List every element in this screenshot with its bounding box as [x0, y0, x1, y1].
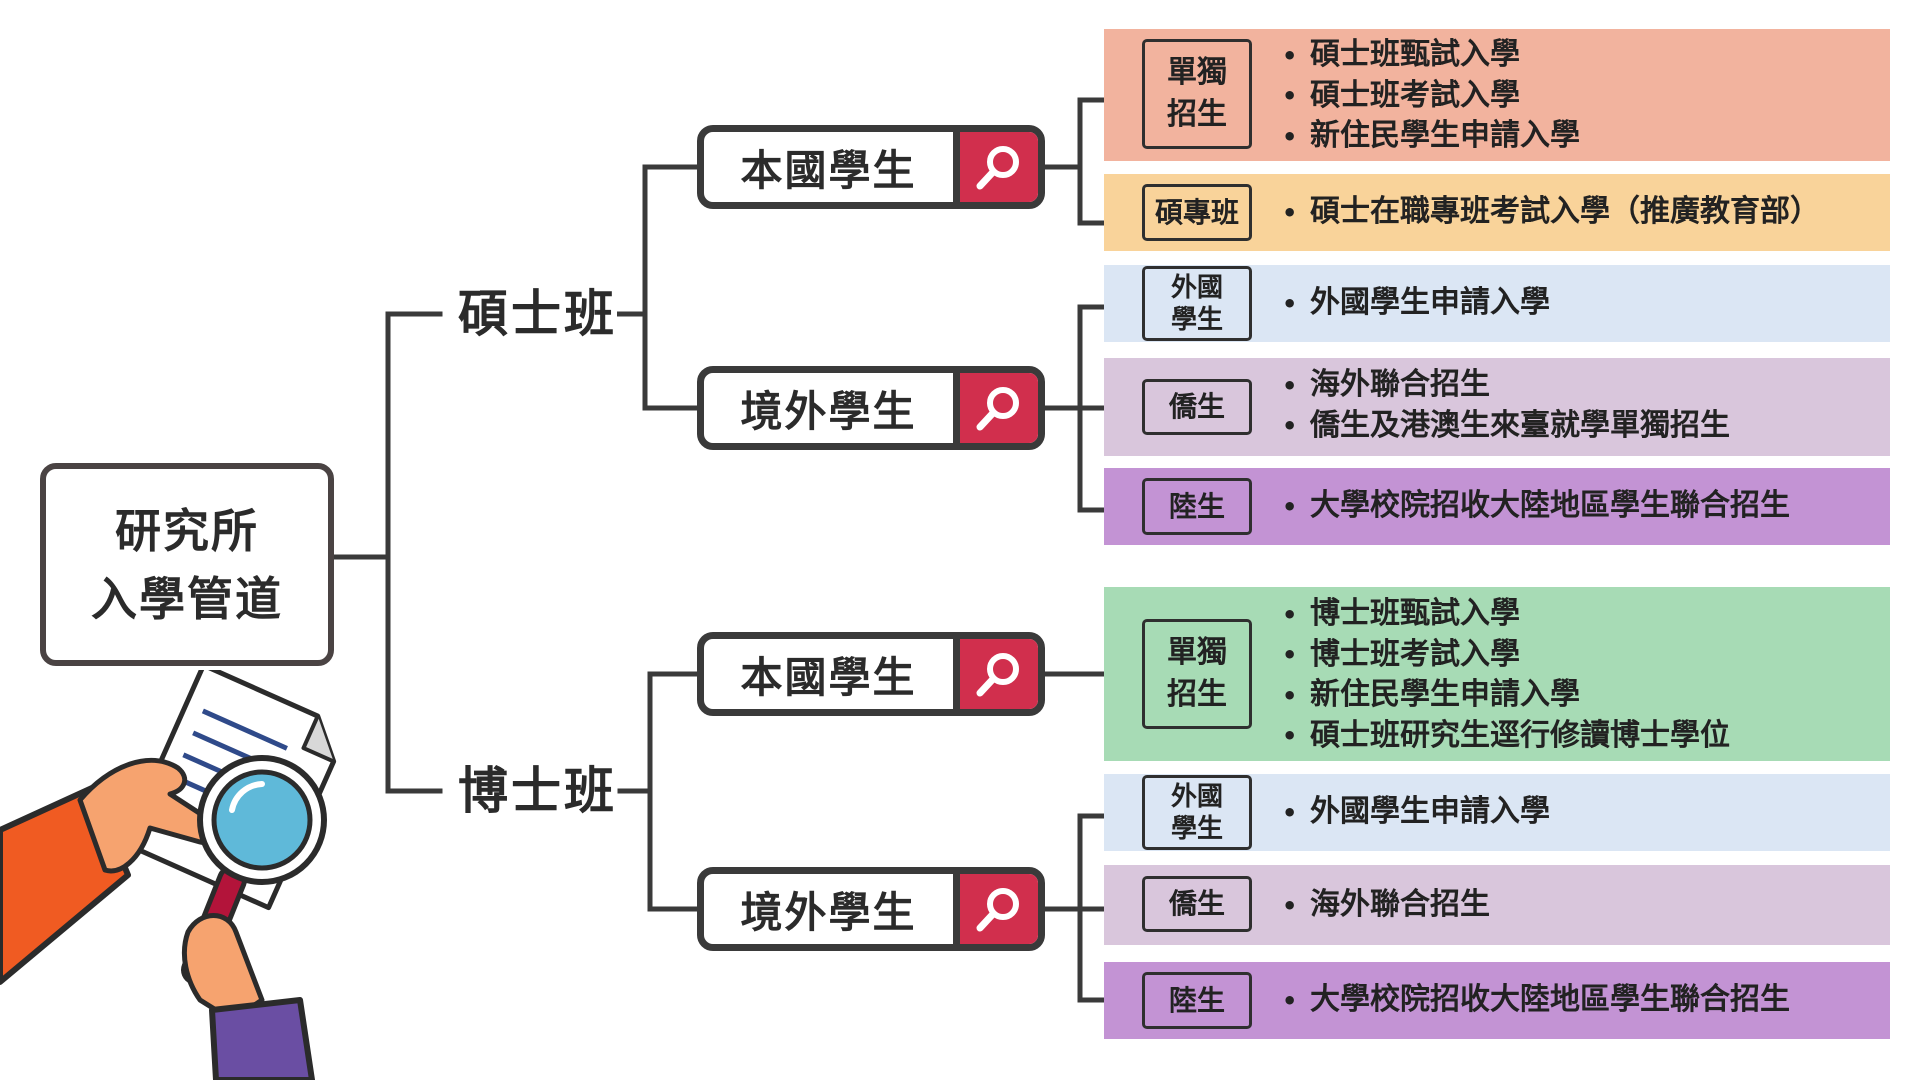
list-item: 新住民學生申請入學 [1282, 675, 1730, 716]
band-doctor-overseas-chinese: 僑生 海外聯合招生 [1104, 865, 1890, 945]
level-master: 碩士班 [458, 284, 617, 344]
search-icon[interactable] [953, 639, 1038, 709]
tag-line: 外國 [1170, 272, 1223, 303]
band-items: 碩士在職專班考試入學（推廣教育部） [1282, 192, 1820, 233]
band-items: 外國學生申請入學 [1282, 283, 1550, 324]
pill-master-overseas[interactable]: 境外學生 [697, 366, 1045, 450]
list-item: 碩士在職專班考試入學（推廣教育部） [1282, 192, 1820, 233]
band-master-single: 單獨 招生 碩士班甄試入學 碩士班考試入學 新住民學生申請入學 [1104, 29, 1890, 161]
list-item: 碩士班甄試入學 [1282, 35, 1580, 76]
list-item: 大學校院招收大陸地區學生聯合招生 [1282, 980, 1790, 1021]
list-item: 碩士班考試入學 [1282, 76, 1580, 117]
list-item: 海外聯合招生 [1282, 885, 1490, 926]
list-item: 僑生及港澳生來臺就學單獨招生 [1282, 406, 1730, 447]
tag-line: 陸生 [1168, 489, 1225, 523]
tag-line: 外國 [1170, 781, 1223, 812]
band-items: 海外聯合招生 [1282, 885, 1490, 926]
pill-master-domestic[interactable]: 本國學生 [697, 125, 1045, 209]
tag-line: 招生 [1167, 97, 1227, 132]
pill-label: 境外學生 [740, 887, 917, 937]
root-line-1: 研究所 [115, 503, 259, 558]
root-node: 研究所 入學管道 [40, 463, 334, 666]
list-item: 新住民學生申請入學 [1282, 116, 1580, 157]
root-line-2: 入學管道 [91, 571, 283, 626]
band-master-foreign: 外國 學生 外國學生申請入學 [1104, 265, 1890, 342]
pill-doctor-overseas[interactable]: 境外學生 [697, 867, 1045, 951]
tag-line: 學生 [1170, 813, 1223, 844]
band-tag: 陸生 [1142, 972, 1252, 1029]
band-items: 碩士班甄試入學 碩士班考試入學 新住民學生申請入學 [1282, 35, 1580, 157]
list-item: 外國學生申請入學 [1282, 283, 1550, 324]
level-doctor: 博士班 [458, 761, 617, 821]
band-tag: 僑生 [1142, 379, 1252, 435]
search-icon[interactable] [953, 373, 1038, 443]
band-items: 博士班甄試入學 博士班考試入學 新住民學生申請入學 碩士班研究生逕行修讀博士學位 [1282, 594, 1730, 756]
tag-line: 學生 [1170, 304, 1223, 335]
list-item: 外國學生申請入學 [1282, 792, 1550, 833]
tag-line: 招生 [1167, 677, 1227, 712]
band-doctor-single: 單獨 招生 博士班甄試入學 博士班考試入學 新住民學生申請入學 碩士班研究生逕行… [1104, 587, 1890, 761]
band-master-professional: 碩專班 碩士在職專班考試入學（推廣教育部） [1104, 174, 1890, 251]
band-tag: 僑生 [1142, 876, 1252, 932]
list-item: 博士班甄試入學 [1282, 594, 1730, 635]
list-item: 海外聯合招生 [1282, 365, 1730, 406]
band-tag: 碩專班 [1142, 184, 1252, 241]
tag-line: 僑生 [1168, 390, 1225, 423]
list-item: 碩士班研究生逕行修讀博士學位 [1282, 716, 1730, 757]
band-items: 大學校院招收大陸地區學生聯合招生 [1282, 980, 1790, 1021]
pill-label: 本國學生 [740, 652, 917, 702]
search-icon[interactable] [953, 874, 1038, 944]
tag-line: 單獨 [1167, 635, 1227, 670]
pill-label: 本國學生 [740, 145, 917, 195]
search-icon[interactable] [953, 132, 1038, 202]
band-tag: 單獨 招生 [1142, 39, 1252, 149]
band-doctor-mainland: 陸生 大學校院招收大陸地區學生聯合招生 [1104, 962, 1890, 1039]
band-master-mainland: 陸生 大學校院招收大陸地區學生聯合招生 [1104, 468, 1890, 545]
tag-line: 陸生 [1168, 983, 1225, 1017]
tag-line: 碩專班 [1154, 195, 1239, 229]
band-doctor-foreign: 外國 學生 外國學生申請入學 [1104, 774, 1890, 851]
band-tag: 陸生 [1142, 478, 1252, 535]
list-item: 博士班考試入學 [1282, 635, 1730, 676]
band-tag: 單獨 招生 [1142, 619, 1252, 729]
pill-doctor-domestic[interactable]: 本國學生 [697, 632, 1045, 716]
band-items: 外國學生申請入學 [1282, 792, 1550, 833]
band-items: 海外聯合招生 僑生及港澳生來臺就學單獨招生 [1282, 365, 1730, 446]
document-magnifier-illustration-icon [0, 670, 337, 1080]
tag-line: 單獨 [1167, 55, 1227, 90]
tag-line: 僑生 [1168, 887, 1225, 920]
list-item: 大學校院招收大陸地區學生聯合招生 [1282, 486, 1790, 527]
band-tag: 外國 學生 [1142, 266, 1252, 341]
pill-label: 境外學生 [740, 386, 917, 436]
band-tag: 外國 學生 [1142, 775, 1252, 850]
band-master-overseas-chinese: 僑生 海外聯合招生 僑生及港澳生來臺就學單獨招生 [1104, 358, 1890, 456]
band-items: 大學校院招收大陸地區學生聯合招生 [1282, 486, 1790, 527]
